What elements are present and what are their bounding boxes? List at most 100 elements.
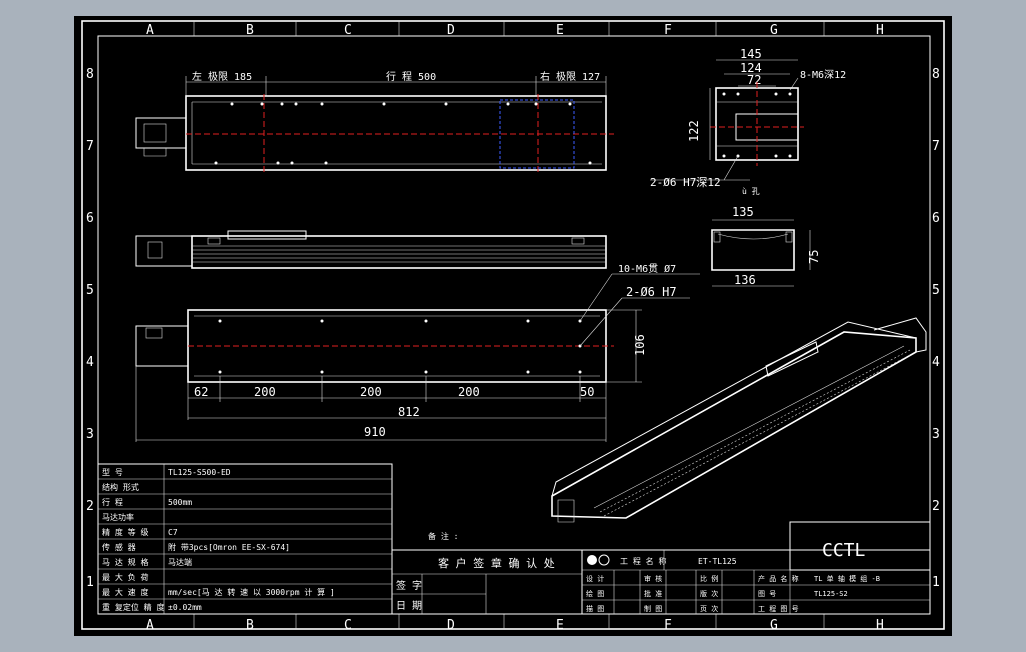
left-limit-label: 左 极限 185 (192, 70, 252, 83)
spec-table: 型 号 TL125-S500-ED 结构 形式 行 程 500mm 马达功率 精… (97, 463, 393, 615)
col-label: H (876, 618, 884, 633)
col-label: F (664, 23, 672, 38)
bottom-view: 10-M6贯 Ø7 2-Ø6 H7 106 62 200 200 200 50 … (135, 263, 700, 442)
spec-value: ±0.02mm (168, 603, 202, 612)
col-label: A (146, 23, 154, 38)
dim-122: 122 (687, 120, 701, 142)
grid-letters-top: A B C D E F G H (146, 23, 884, 38)
spec-label: 传 感 器 (102, 542, 136, 552)
drawing-sheet: A B C D E F G H A B C D E F G H 8 7 6 5 … (74, 16, 952, 636)
sign-label: 签 字 (396, 579, 422, 592)
dim-136: 136 (734, 273, 756, 287)
row-label: 2 (932, 499, 940, 514)
col-label: D (447, 618, 455, 633)
tb-cell: 工 程 图 号 (758, 604, 799, 613)
hole-note-2: 2-Ø6 H7 (626, 285, 677, 299)
tb-cell: 制 图 (644, 604, 662, 613)
col-label: E (556, 23, 564, 38)
tb-cell: 绘 图 (586, 589, 604, 598)
dim-124: 124 (740, 61, 762, 75)
tb-cell: TL 单 轴 模 组 -B (814, 574, 880, 583)
tb-cell: 比 例 (700, 574, 718, 583)
spec-label: 精 度 等 级 (102, 527, 148, 537)
tb-cell: 版 次 (700, 589, 718, 598)
dim-75: 75 (807, 250, 821, 264)
small-note: ù 孔 (742, 187, 760, 196)
grid-numbers-left: 8 7 6 5 4 3 2 1 (86, 67, 94, 590)
col-label: F (664, 618, 672, 633)
col-label: A (146, 618, 154, 633)
spec-value: 马达端 (168, 557, 192, 567)
spec-value: TL125-S500-ED (168, 468, 231, 477)
col-label: E (556, 618, 564, 633)
tb-cell: 描 图 (586, 604, 604, 613)
row-label: 4 (932, 355, 940, 370)
row-label: 6 (932, 211, 940, 226)
spec-label: 结构 形式 (102, 482, 139, 492)
tb-cell: 图 号 (758, 590, 776, 598)
dim-145: 145 (740, 47, 762, 61)
grid-letters-bottom: A B C D E F G H (146, 618, 884, 633)
row-label: 7 (932, 139, 940, 154)
row-label: 5 (932, 283, 940, 298)
grid-ticks (193, 21, 825, 629)
end-view-mid: 135 136 75 (711, 205, 821, 287)
row-label: 7 (86, 139, 94, 154)
end-view-top: 145 124 72 8-M6深12 122 2-Ø6 H7深12 ù 孔 (650, 47, 846, 196)
spec-label: 重 复定位 精 度 (102, 602, 164, 612)
inner-frame (97, 35, 931, 615)
tb-cell: 审 核 (644, 574, 662, 583)
col-label: G (770, 618, 778, 633)
right-limit-label: 右 极限 127 (540, 70, 600, 83)
row-label: 1 (932, 575, 940, 590)
cad-drawing: A B C D E F G H A B C D E F G H 8 7 6 5 … (81, 20, 945, 633)
hole-note-1: 10-M6贯 Ø7 (618, 263, 676, 275)
row-label: 3 (932, 427, 940, 442)
dim-106: 106 (633, 334, 647, 356)
tb-cell: TL125-S2 (814, 590, 848, 598)
row-label: 5 (86, 283, 94, 298)
top-view: 左 极限 185 行 程 500 右 极限 127 (135, 70, 614, 174)
spec-label: 最 大 负 荷 (102, 572, 148, 582)
spec-label: 马达功率 (102, 512, 134, 522)
tb-cell: 批 准 (644, 589, 662, 598)
dim-72: 72 (747, 73, 761, 87)
row-label: 4 (86, 355, 94, 370)
col-label: C (344, 618, 352, 633)
col-label: C (344, 23, 352, 38)
row-label: 8 (932, 67, 940, 82)
col-label: H (876, 23, 884, 38)
tb-cell: 设 计 (586, 574, 604, 583)
top-view-body (185, 95, 607, 171)
stroke-label: 行 程 500 (386, 70, 436, 83)
dim-910: 910 (364, 425, 386, 439)
dim-812: 812 (398, 405, 420, 419)
project-value: ET-TL125 (698, 557, 737, 566)
col-label: B (246, 618, 254, 633)
approval-header: 客 户 签 章 确 认 处 (438, 556, 555, 570)
side-view (135, 230, 607, 269)
row-label: 2 (86, 499, 94, 514)
isometric-view (551, 317, 927, 523)
dim-200a: 200 (254, 385, 276, 399)
spec-label: 马 达 规 格 (102, 557, 148, 567)
dim-50: 50 (580, 385, 594, 399)
title-block: CCTL 工 程 名 称 ET-TL125 设 计 审 核 比 例 产 品 名 … (581, 521, 931, 615)
approval-box: 备 注 : 客 户 签 章 确 认 处 签 字 日 期 (391, 531, 583, 615)
remark-label: 备 注 : (428, 531, 458, 541)
row-label: 1 (86, 575, 94, 590)
spec-value: 500mm (168, 498, 192, 507)
date-label: 日 期 (396, 600, 422, 612)
dim-200b: 200 (360, 385, 382, 399)
pin-note: 2-Ø6 H7深12 (650, 176, 721, 189)
company-logo: CCTL (822, 540, 866, 561)
dim-62: 62 (194, 385, 208, 399)
spec-value: mm/sec[马 达 转 速 以 3000rpm 计 算 ] (168, 587, 335, 597)
tb-cell: 页 次 (700, 604, 718, 613)
side-view-body (191, 235, 607, 269)
spec-label: 最 大 速 度 (102, 587, 148, 597)
dim-135: 135 (732, 205, 754, 219)
tb-cell: 产 品 名 称 (758, 574, 799, 583)
grid-numbers-right: 8 7 6 5 4 3 2 1 (932, 67, 940, 590)
col-label: G (770, 23, 778, 38)
